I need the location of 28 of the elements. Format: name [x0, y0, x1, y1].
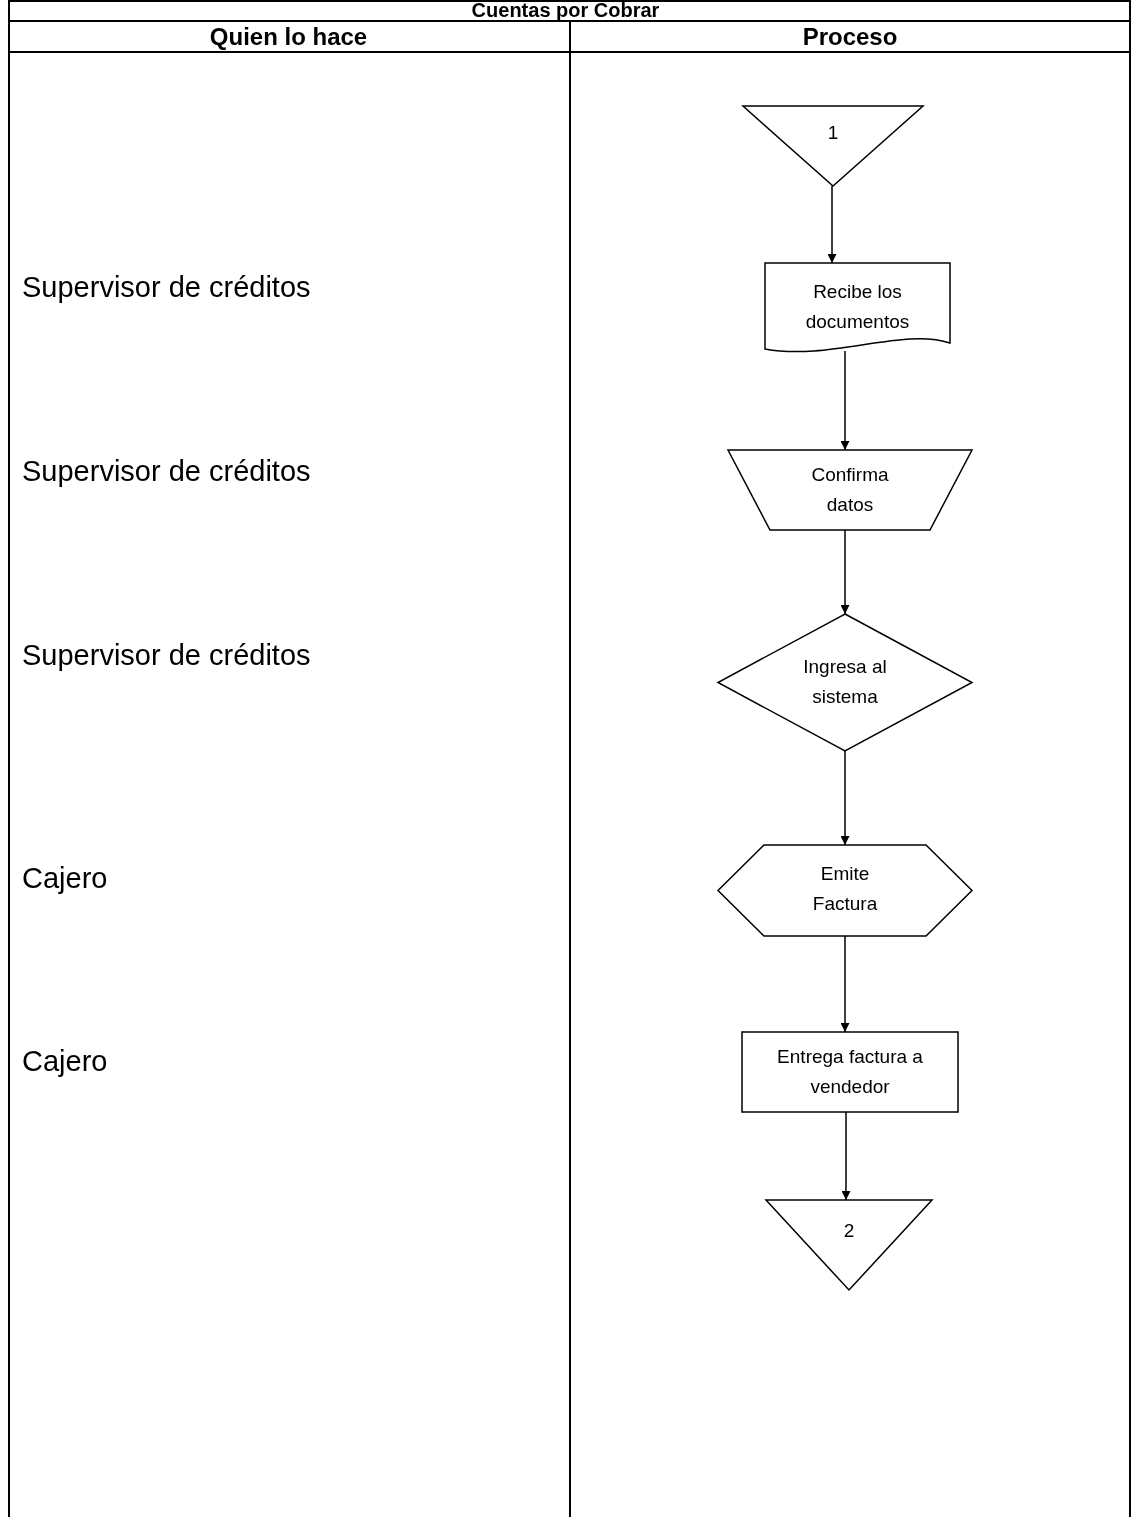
- arrow: [840, 750, 850, 846]
- arrow: [827, 185, 837, 264]
- step-text: 2: [843, 1219, 855, 1243]
- step-text: Recibe los documentos: [804, 280, 911, 334]
- decision-diamond: [718, 614, 972, 751]
- process-box: [742, 1032, 958, 1112]
- role-text: Cajero: [22, 864, 108, 893]
- arrow: [840, 350, 850, 451]
- role-text: Supervisor de créditos: [22, 641, 311, 670]
- table-title: Cuentas por Cobrar: [470, 0, 661, 20]
- step-text: Emite Factura: [811, 862, 879, 916]
- arrow: [840, 935, 850, 1033]
- step-text: Entrega factura a vendedor: [776, 1045, 924, 1099]
- off-page-connector: [766, 1200, 932, 1290]
- step-text: 1: [827, 121, 839, 145]
- step-text: Confirma datos: [810, 463, 890, 517]
- document-shape: [765, 263, 950, 355]
- column-header: Quien lo hace: [208, 25, 369, 49]
- manual-operation-shape: [728, 450, 972, 530]
- preparation-hexagon: [718, 845, 972, 936]
- arrow: [841, 1111, 851, 1201]
- column-header: Proceso: [801, 25, 899, 49]
- arrow: [840, 529, 850, 615]
- role-text: Cajero: [22, 1047, 108, 1076]
- step-text: Ingresa al sistema: [802, 655, 888, 709]
- role-text: Supervisor de créditos: [22, 273, 311, 302]
- off-page-connector: [743, 106, 923, 186]
- role-text: Supervisor de créditos: [22, 457, 311, 486]
